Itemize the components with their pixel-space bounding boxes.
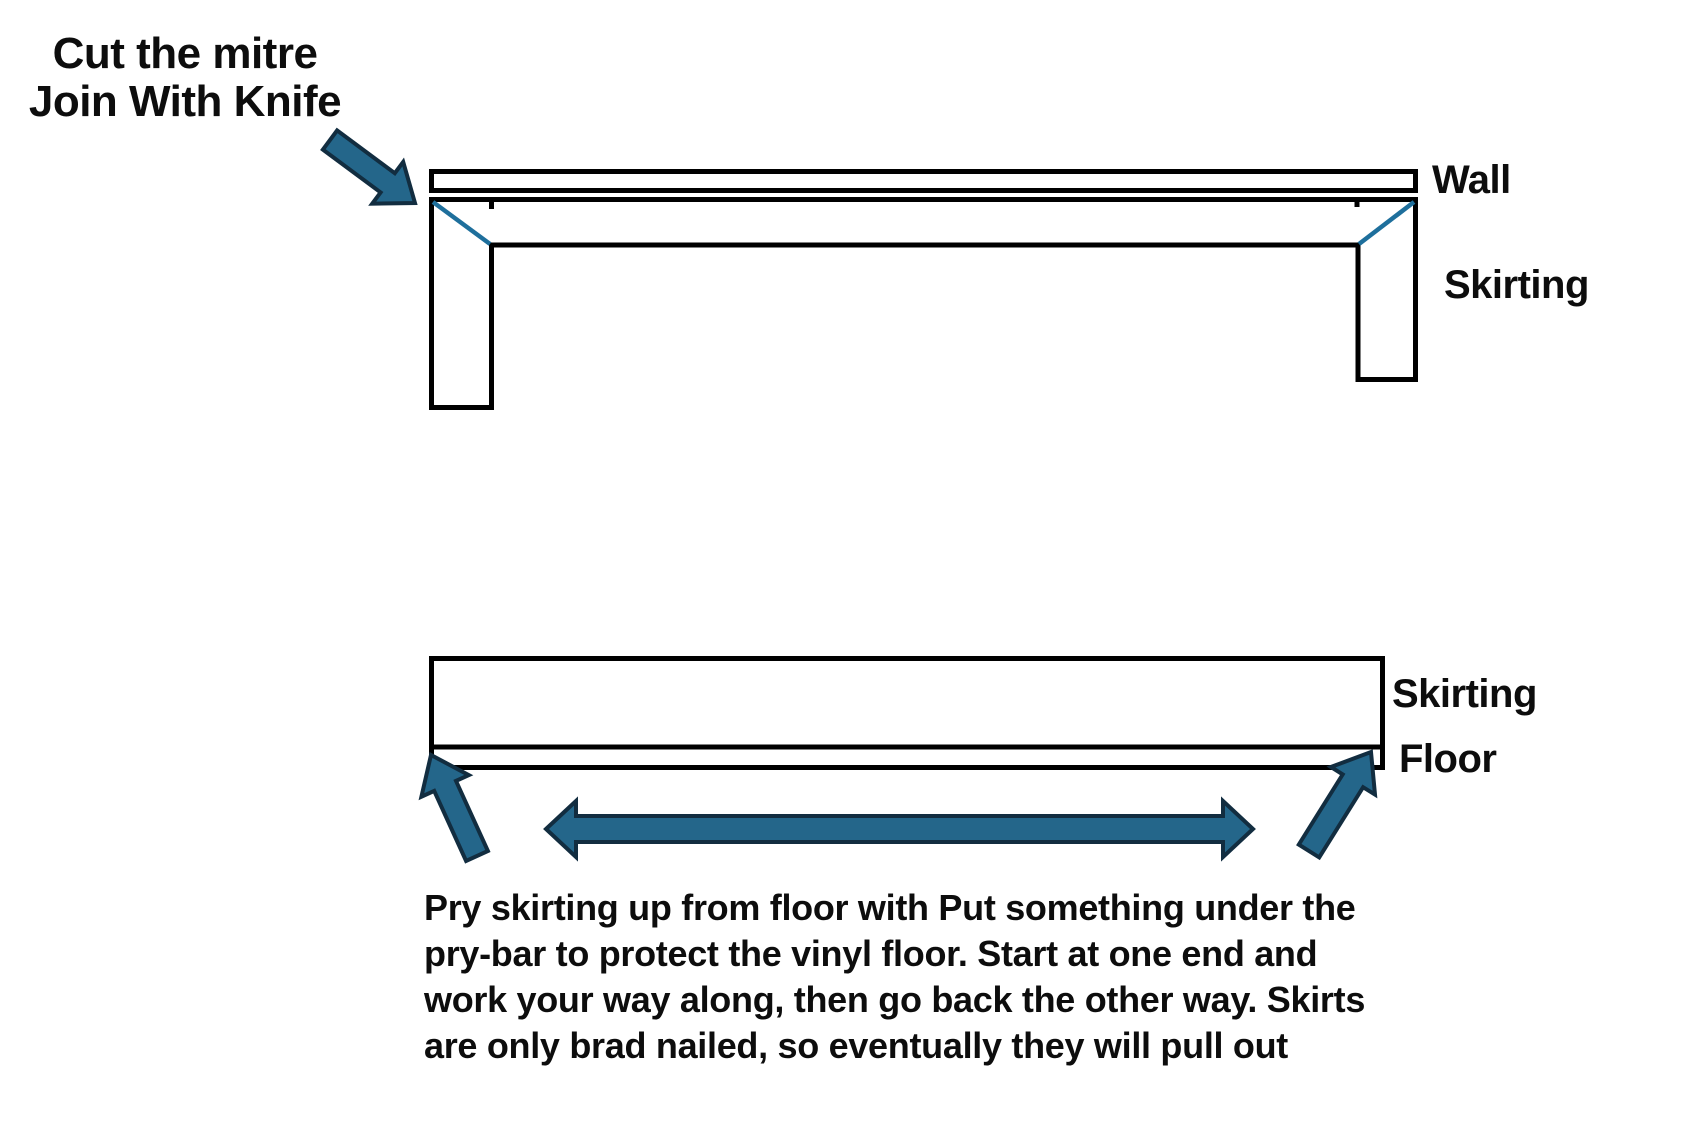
pry-up-left-arrow-icon xyxy=(418,752,491,864)
mitre-line-left xyxy=(431,200,492,246)
work-direction-double-arrow-icon xyxy=(543,796,1256,862)
instructions-text: Pry skirting up from floor with Put some… xyxy=(424,885,1384,1069)
floor-label: Floor xyxy=(1399,737,1497,781)
instructions-line-1: Pry skirting up from floor with Put some… xyxy=(424,887,1356,928)
skirting-label-top: Skirting xyxy=(1444,263,1589,307)
cut-mitre-arrow-icon xyxy=(320,127,418,206)
pry-up-right-arrow-icon xyxy=(1296,749,1378,861)
wall-rect xyxy=(429,169,1418,193)
instructions-line-3: work your way along, then go back the ot… xyxy=(424,979,1366,1020)
heading-line-2: Join With Knife xyxy=(28,77,342,126)
instructions-line-4: are only brad nailed, so eventually they… xyxy=(424,1025,1288,1066)
skirting-floor-outline xyxy=(429,656,1385,770)
skirting-label-bottom: Skirting xyxy=(1392,672,1537,716)
mitre-line-right xyxy=(1357,200,1416,246)
wall-label: Wall xyxy=(1432,158,1511,202)
instructions-line-2: pry-bar to protect the vinyl floor. Star… xyxy=(424,933,1318,974)
heading-line-1: Cut the mitre xyxy=(52,29,318,78)
skirting-plan-outline xyxy=(429,197,1418,410)
heading: Cut the mitre Join With Knife xyxy=(10,30,360,126)
